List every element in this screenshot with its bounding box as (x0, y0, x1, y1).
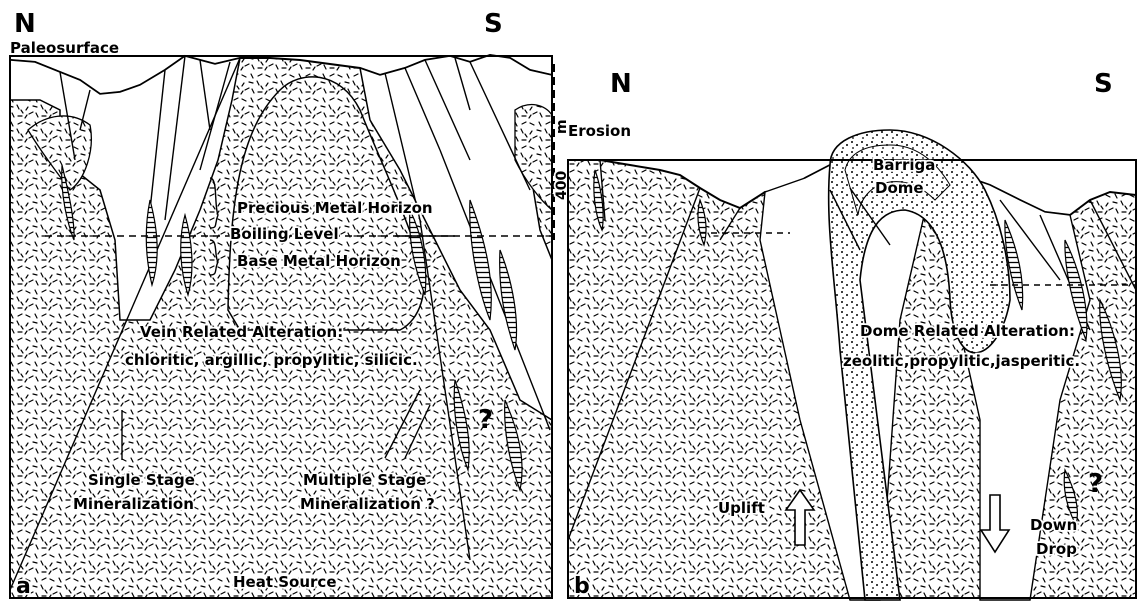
panel-b-dome-name-line1: Barriga (873, 156, 935, 174)
panel-a-boiling-level-label: Boiling Level (230, 225, 339, 243)
panel-a-single-stage-line2: Mineralization (73, 495, 194, 513)
panel-a-single-stage-line1: Single Stage (88, 471, 195, 489)
panel-a-heat-source-label: Heat Source (233, 573, 337, 591)
panel-a-letter: a (16, 574, 31, 599)
panel-b-uplift-label: Uplift (718, 499, 765, 517)
panel-b-down-label-line1: Down (1030, 516, 1077, 534)
panel-a-multiple-stage-line2: Mineralization ? (300, 495, 435, 513)
panel-b-letter: b (574, 574, 590, 599)
panel-a-south-label: S (484, 9, 503, 39)
panel-b-question-mark: ? (1088, 469, 1103, 499)
panel-b-dome-name-line2: Dome (875, 179, 924, 197)
panel-a-north-label: N (14, 9, 36, 39)
panel-a-vein-alteration-title: Vein Related Alteration: (140, 323, 343, 341)
panel-a-paleosurface-label: Paleosurface (10, 39, 119, 57)
panel-b-dome-alteration-types: zeolitic,propylitic,jasperitic. (843, 352, 1080, 370)
panel-a: N S Paleosurface Precious Metal Horizon … (10, 9, 552, 599)
panel-a-base-metal-horizon-label: Base Metal Horizon (237, 252, 401, 270)
panel-b-north-label: N (610, 69, 632, 99)
panel-b-south-label: S (1094, 69, 1113, 99)
panel-b-erosion-label: Erosion (568, 122, 631, 140)
panel-b-down-label-line2: Drop (1036, 540, 1077, 558)
panel-b: N S Erosion Barriga Dome Dome Related Al… (568, 69, 1136, 600)
panel-a-multiple-stage-line1: Multiple Stage (303, 471, 426, 489)
panel-b-dome-alteration-title: Dome Related Alteration: (860, 322, 1075, 340)
panel-a-precious-metal-horizon-label: Precious Metal Horizon (237, 199, 433, 217)
panel-a-question-mark: ? (478, 405, 493, 435)
panel-a-vein-alteration-types: chloritic, argillic, propylitic, silicic… (125, 351, 418, 369)
